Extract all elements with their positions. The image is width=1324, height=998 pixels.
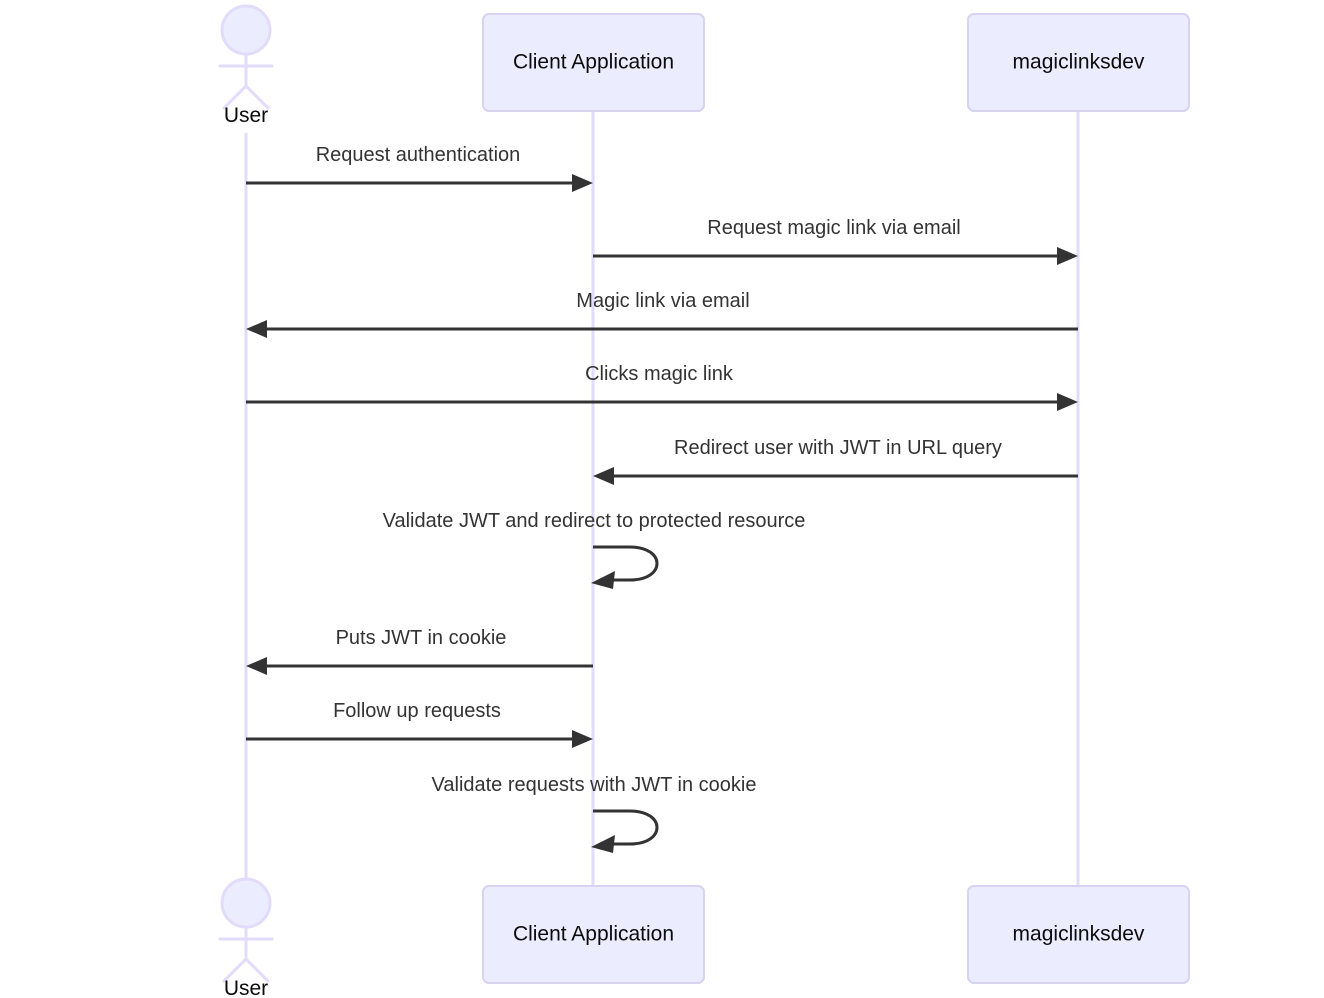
participant-label-magiclinksdev-bottom: magiclinksdev <box>1013 923 1145 946</box>
lifelines-group <box>244 111 1080 886</box>
message-label-clicks-magic-link: Clicks magic link <box>585 363 734 385</box>
arrowhead-right-follow-up-requests <box>572 730 593 748</box>
participant-box-magiclinksdev-top[interactable] <box>967 13 1190 112</box>
participant-label-client-application-top: Client Application <box>513 51 674 74</box>
arrowhead-right-request-authentication <box>572 174 593 192</box>
message-validate-requests-with-jwt-in-cookie[interactable]: Validate requests with JWT in cookie <box>432 774 757 853</box>
message-puts-jwt-in-cookie[interactable]: Puts JWT in cookie <box>246 627 593 675</box>
message-redirect-user-with-jwt-in-url-query[interactable]: Redirect user with JWT in URL query <box>593 437 1078 485</box>
arrowhead-left-puts-jwt-in-cookie <box>246 657 267 675</box>
actor-leg-left-icon-bottom <box>222 957 248 983</box>
participant-label-user-top: User <box>224 104 268 127</box>
message-label-magic-link-via-email: Magic link via email <box>576 290 749 312</box>
actor-leg-right-icon-bottom <box>244 957 270 983</box>
message-label-request-magic-link-via-email: Request magic link via email <box>707 217 960 239</box>
message-label-follow-up-requests: Follow up requests <box>333 700 501 722</box>
arrowhead-left-validate-requests-with-jwt-in-cookie <box>591 835 615 853</box>
arrowhead-left-validate-jwt-and-redirect-to-protected-resource <box>591 571 615 589</box>
arrowhead-right-request-magic-link-via-email <box>1057 247 1078 265</box>
arrowhead-left-magic-link-via-email <box>246 320 267 338</box>
participant-label-user-bottom: User <box>224 977 268 998</box>
participant-label-client-application-bottom: Client Application <box>513 923 674 946</box>
message-label-request-authentication: Request authentication <box>316 144 521 166</box>
message-validate-jwt-and-redirect-to-protected-resource[interactable]: Validate JWT and redirect to protected r… <box>383 510 806 589</box>
participant-box-magiclinksdev-bottom[interactable] <box>967 885 1190 984</box>
message-request-authentication[interactable]: Request authentication <box>246 144 593 192</box>
participant-box-client-application-top[interactable] <box>482 13 705 112</box>
arrowhead-right-clicks-magic-link <box>1057 393 1078 411</box>
message-label-redirect-user-with-jwt-in-url-query: Redirect user with JWT in URL query <box>674 437 1002 459</box>
participant-user-top[interactable]: User <box>218 4 274 127</box>
participant-user-bottom[interactable]: User <box>218 877 274 998</box>
actor-head-icon-bottom <box>220 877 272 929</box>
participant-box-client-application-bottom[interactable] <box>482 885 705 984</box>
arrowhead-left-redirect-user-with-jwt-in-url-query <box>593 467 614 485</box>
message-follow-up-requests[interactable]: Follow up requests <box>246 700 593 748</box>
participant-client-application-bottom[interactable]: Client Application <box>482 885 705 984</box>
actor-leg-right-icon <box>244 84 270 110</box>
participant-label-magiclinksdev-top: magiclinksdev <box>1013 51 1145 74</box>
actor-leg-left-icon <box>222 84 248 110</box>
message-label-puts-jwt-in-cookie: Puts JWT in cookie <box>336 627 507 649</box>
message-request-magic-link-via-email[interactable]: Request magic link via email <box>593 217 1078 265</box>
message-label-validate-jwt-and-redirect-to-protected-resource: Validate JWT and redirect to protected r… <box>383 510 806 532</box>
message-clicks-magic-link[interactable]: Clicks magic link <box>246 363 1078 411</box>
actor-head-icon <box>220 4 272 56</box>
participant-client-application-top[interactable]: Client Application <box>482 13 705 112</box>
self-loop-validate-requests-with-jwt-in-cookie <box>593 809 659 846</box>
message-label-validate-requests-with-jwt-in-cookie: Validate requests with JWT in cookie <box>432 774 757 796</box>
participant-magiclinksdev-bottom[interactable]: magiclinksdev <box>967 885 1190 984</box>
participant-magiclinksdev-top[interactable]: magiclinksdev <box>967 13 1190 112</box>
self-loop-validate-jwt-and-redirect-to-protected-resource <box>593 545 659 582</box>
message-magic-link-via-email[interactable]: Magic link via email <box>246 290 1078 338</box>
